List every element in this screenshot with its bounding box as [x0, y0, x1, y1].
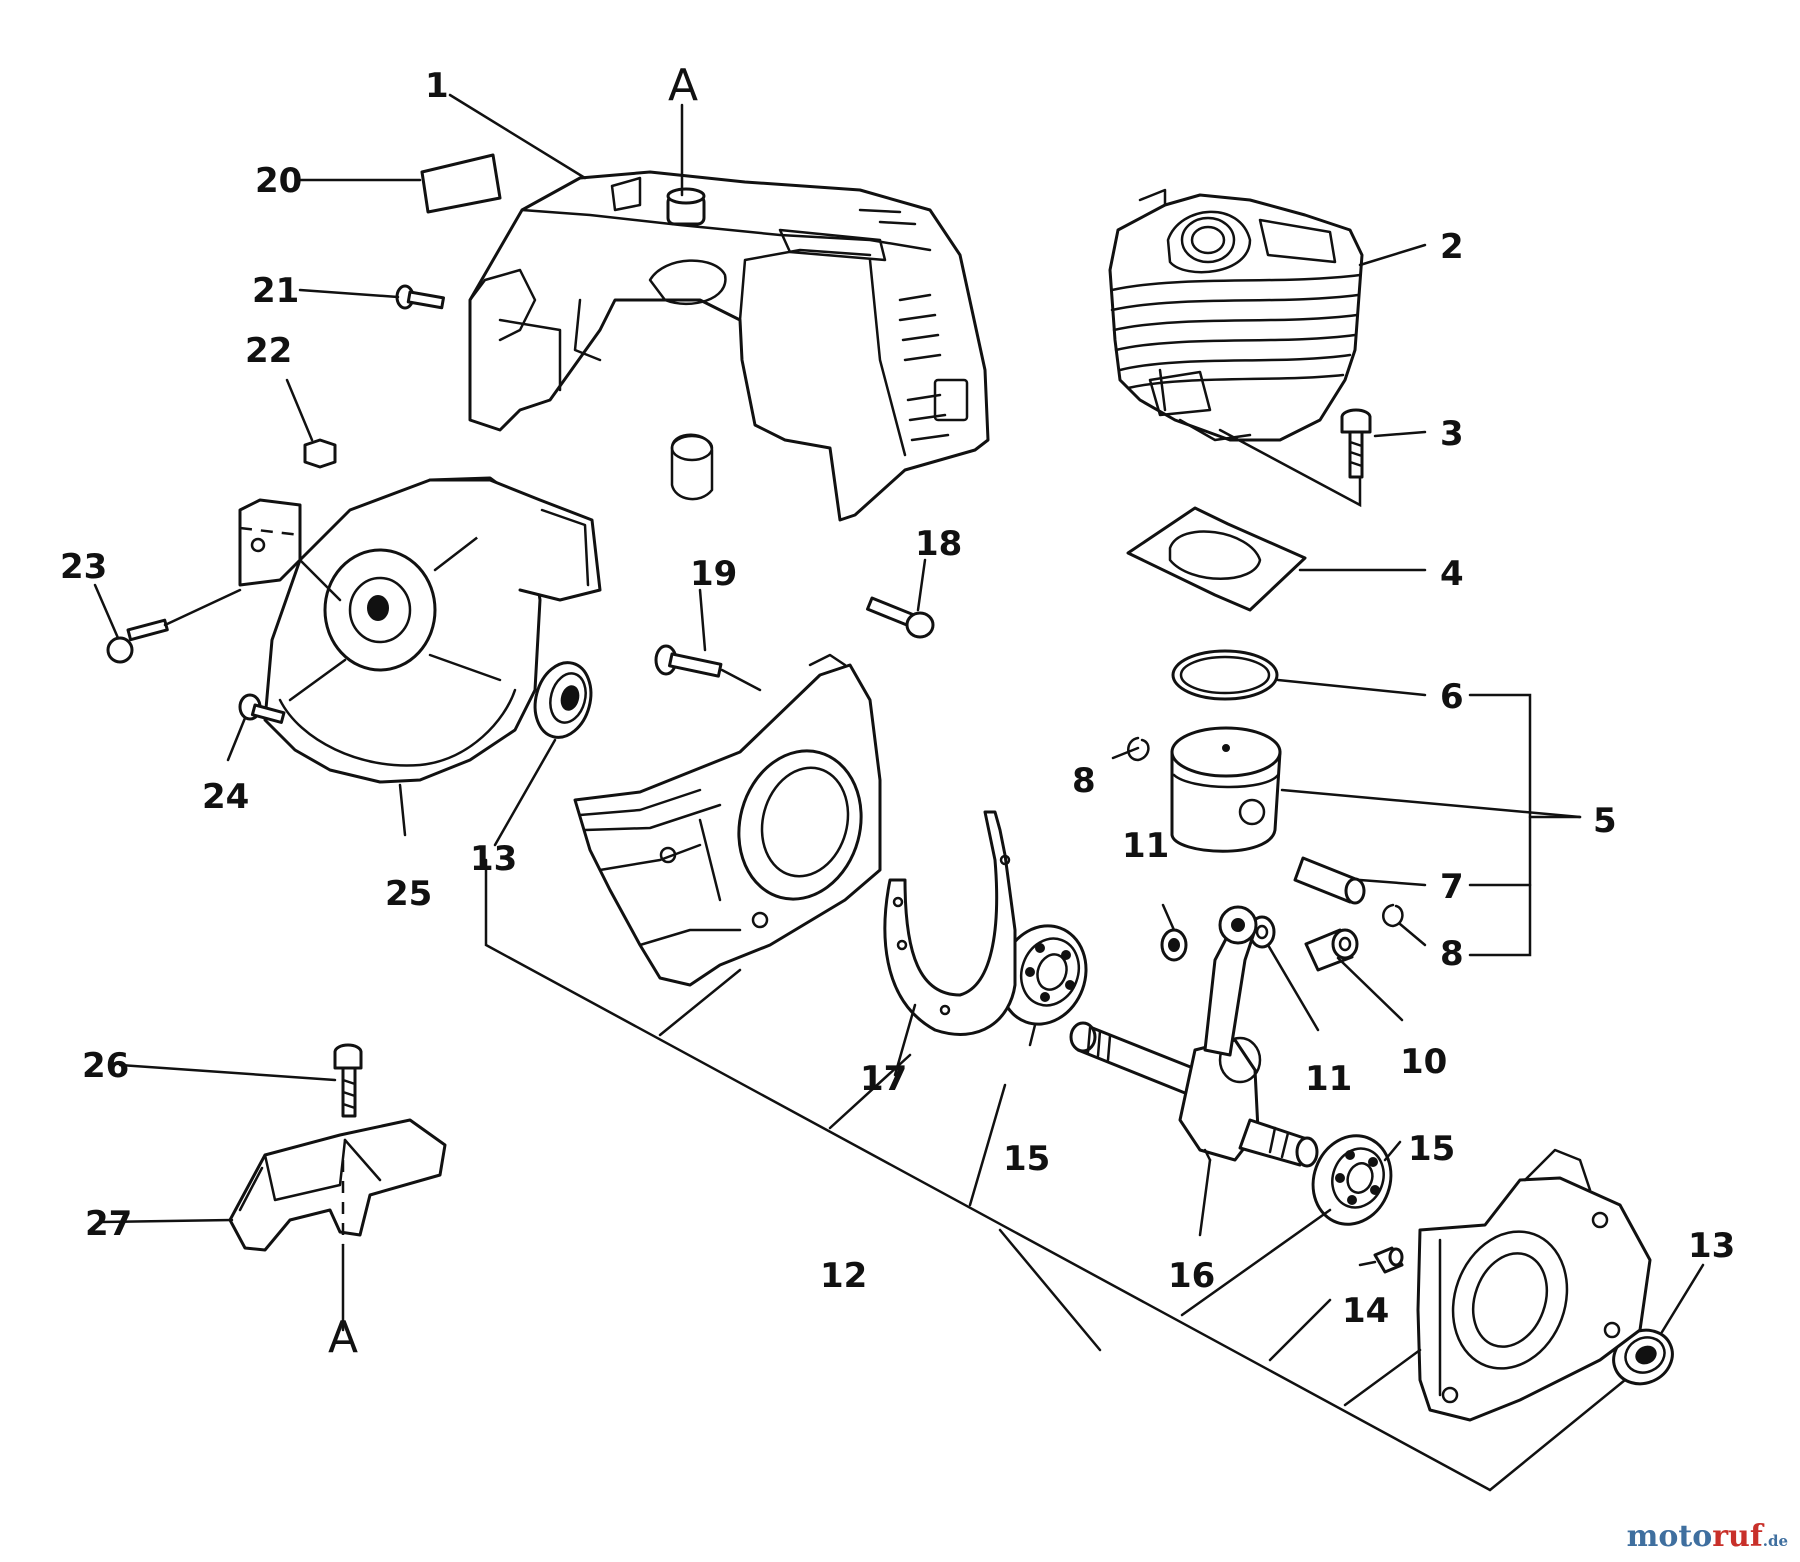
assembly-lines	[484, 858, 1627, 1492]
part-21-screw	[395, 284, 445, 310]
callout-15-left: 15	[1003, 1139, 1050, 1179]
watermark-part-1: moto	[1626, 1519, 1713, 1554]
callout-labels: 1 2 3 4 5 6 7 8 8 10 11 11 12 13 13 14 1…	[60, 60, 1735, 1363]
callout-1: 1	[425, 66, 449, 106]
part-6-piston-ring	[1171, 649, 1279, 701]
callout-26: 26	[82, 1046, 129, 1086]
part-27-bracket	[228, 1118, 447, 1252]
part-8-circlip-upper	[1127, 736, 1150, 762]
part-24-screw	[238, 693, 286, 724]
leader-lines	[93, 93, 1705, 1334]
callout-20: 20	[255, 161, 302, 201]
callout-21: 21	[252, 271, 299, 311]
part-23-screw	[106, 618, 169, 664]
part-7-piston-pin	[1293, 856, 1366, 905]
callout-3: 3	[1440, 414, 1464, 454]
ref-mark-a-bottom: A	[328, 1312, 358, 1363]
callout-18: 18	[915, 524, 962, 564]
part-17-gasket	[883, 810, 1017, 1036]
callout-22: 22	[245, 331, 292, 371]
part-16-crankshaft	[1069, 905, 1319, 1168]
callout-8-right: 8	[1440, 934, 1464, 974]
part-3-cylinder-bolt	[1340, 408, 1372, 479]
part-14-dowel-pin	[1373, 1246, 1404, 1274]
dashed-line-22	[239, 526, 301, 537]
part-8-circlip-lower	[1382, 903, 1404, 928]
part-1-engine-cover	[468, 170, 990, 522]
callout-17: 17	[860, 1059, 907, 1099]
part-10-needle-bearing	[1304, 928, 1359, 972]
callout-7: 7	[1440, 867, 1464, 907]
part-25-fan-housing	[238, 476, 602, 784]
callout-16: 16	[1168, 1256, 1215, 1296]
callout-6: 6	[1440, 677, 1464, 717]
callout-11-lower: 11	[1305, 1059, 1352, 1099]
callout-11-upper: 11	[1122, 826, 1169, 866]
watermark-part-3: .de	[1762, 1532, 1788, 1550]
part-20-decal	[420, 153, 502, 214]
callout-2: 2	[1440, 227, 1464, 267]
callout-13-right: 13	[1688, 1226, 1735, 1266]
part-2-cylinder	[1108, 188, 1364, 442]
callout-25: 25	[385, 874, 432, 914]
part-15-bearing-left	[998, 924, 1088, 1026]
part-4-cylinder-gasket	[1126, 506, 1307, 612]
part-19-screw	[654, 644, 723, 678]
callout-4: 4	[1440, 554, 1464, 594]
callout-24: 24	[202, 777, 249, 817]
part-22-nut	[303, 438, 337, 469]
part-15-bearing-right	[1311, 1134, 1393, 1226]
callout-10: 10	[1400, 1042, 1447, 1082]
watermark-logo: motoruf.de	[1627, 1519, 1788, 1554]
callout-23: 23	[60, 547, 107, 587]
callout-14: 14	[1342, 1291, 1389, 1331]
part-26-screw	[333, 1043, 363, 1118]
callout-27: 27	[85, 1204, 132, 1244]
ref-mark-a-top: A	[668, 60, 698, 111]
part-5-piston	[1170, 726, 1282, 853]
callout-12: 12	[820, 1256, 867, 1296]
part-12-crankcase-half	[573, 653, 882, 987]
callout-8-left: 8	[1072, 761, 1096, 801]
part-12-crankcase-half-right	[1416, 1148, 1652, 1422]
callout-15-right: 15	[1408, 1129, 1455, 1169]
part-13-seal-right	[1612, 1328, 1674, 1386]
callout-5: 5	[1593, 801, 1617, 841]
part-13-seal-left	[533, 661, 593, 739]
watermark-part-2: ruf	[1712, 1519, 1763, 1554]
callout-19: 19	[690, 554, 737, 594]
part-18-screw	[866, 596, 935, 639]
callout-13-left: 13	[470, 839, 517, 879]
part-11-washer-left	[1160, 928, 1188, 962]
